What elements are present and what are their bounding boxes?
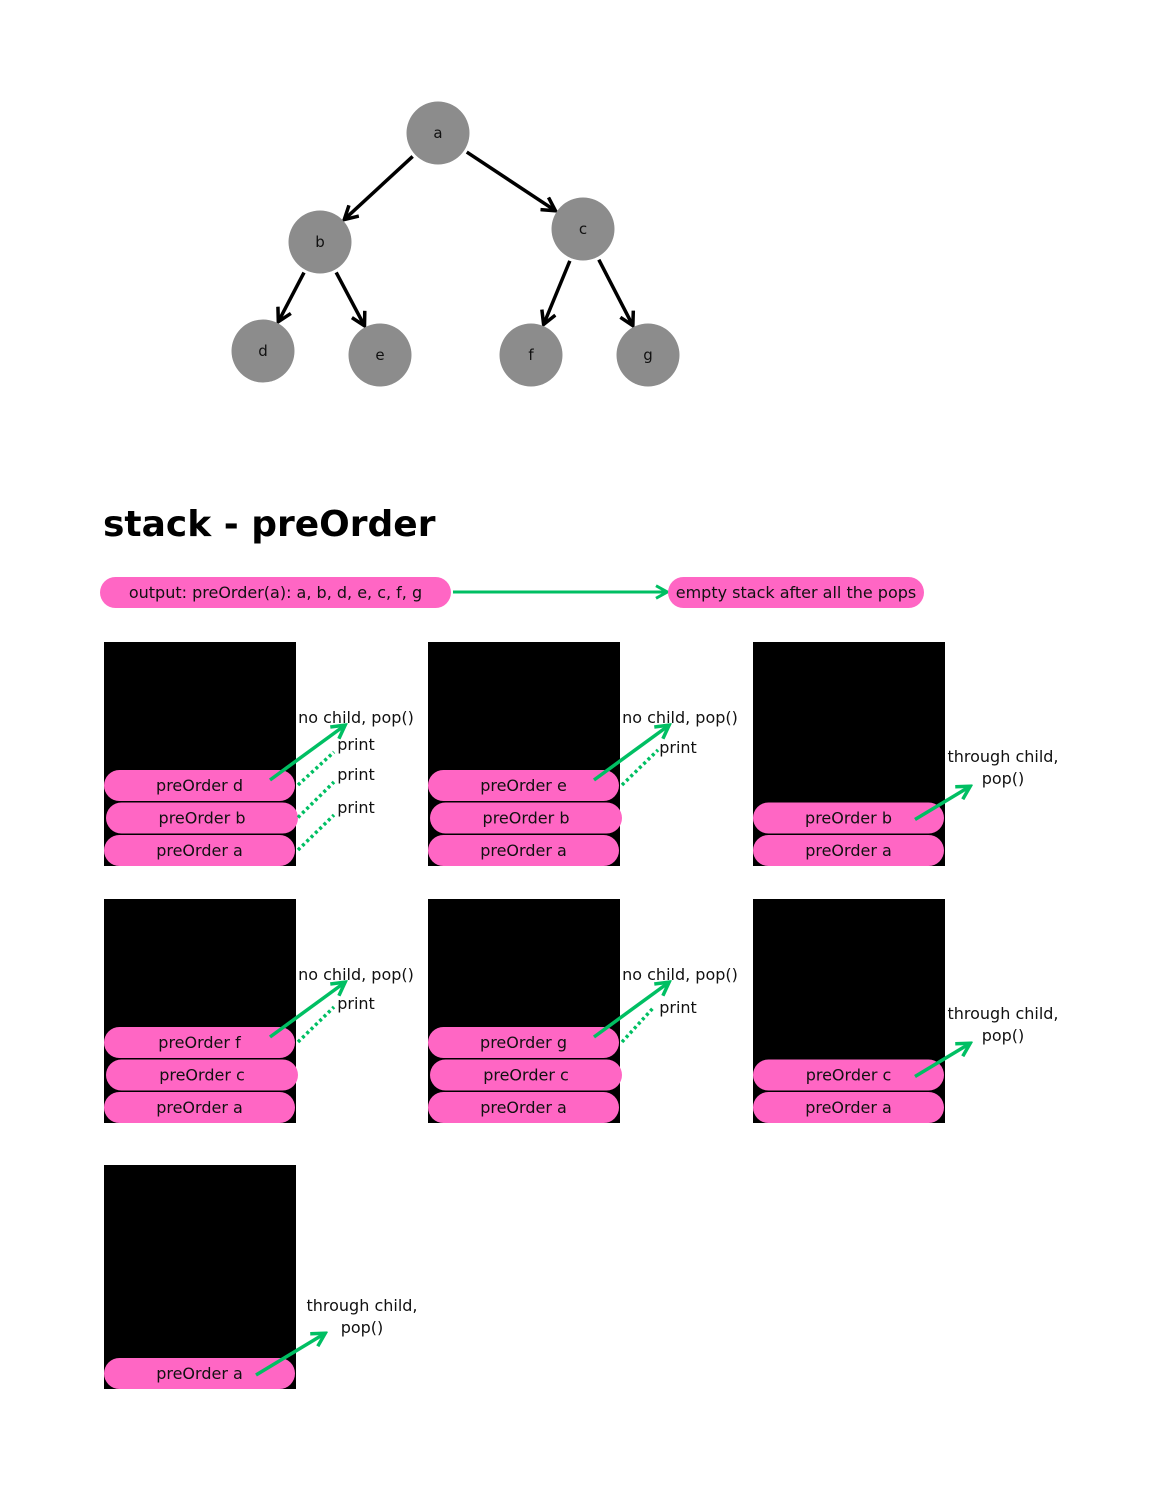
empty-stack-pill: empty stack after all the pops xyxy=(668,577,924,608)
tree-node-e: e xyxy=(348,323,412,387)
stack-frame: preOrder a xyxy=(753,1092,944,1123)
print-dotted-line xyxy=(620,1005,656,1044)
tree-node-f: f xyxy=(499,323,563,387)
output-label: output: preOrder(a): a, b, d, e, c, f, g xyxy=(129,583,422,602)
stack-frame: preOrder a xyxy=(104,1092,295,1123)
tree-edge-b-d xyxy=(279,271,306,321)
tree-edge-a-b xyxy=(345,155,414,218)
stack-frame-label: preOrder g xyxy=(480,1033,567,1052)
print-label: print xyxy=(337,798,375,817)
stack-frame-label: preOrder f xyxy=(158,1033,241,1052)
tree-node-label: b xyxy=(315,233,325,251)
empty-stack-label: empty stack after all the pops xyxy=(676,583,916,602)
stack-frame-label: preOrder b xyxy=(483,809,570,828)
action-label: no child, pop() xyxy=(298,965,414,984)
tree-edge-c-f xyxy=(544,260,572,323)
stack-frame: preOrder b xyxy=(430,802,622,834)
stack-snapshot-5: preOrder g preOrder c preOrder a no child, … xyxy=(428,899,738,1123)
tree-node-label: f xyxy=(528,346,534,364)
stack-frame: preOrder d xyxy=(104,770,295,801)
stack-frame-label: preOrder b xyxy=(805,809,892,828)
stack-frame: preOrder g xyxy=(428,1027,619,1058)
tree-node-label: g xyxy=(643,346,653,364)
stack-frame: preOrder b xyxy=(106,802,298,834)
stack-frame: preOrder a xyxy=(104,835,295,866)
pop-arrow xyxy=(592,983,668,1039)
stack-frame-label: preOrder a xyxy=(480,1098,567,1117)
binary-tree: a b c d e f g xyxy=(231,101,680,387)
stack-frame: preOrder b xyxy=(753,802,944,834)
action-label: through child, xyxy=(947,747,1058,766)
output-pill: output: preOrder(a): a, b, d, e, c, f, g xyxy=(100,577,451,608)
action-label: no child, pop() xyxy=(622,708,738,727)
action-label: pop() xyxy=(982,769,1025,788)
stack-snapshot-4: preOrder f preOrder c preOrder a no child, … xyxy=(104,899,414,1123)
action-label: through child, xyxy=(947,1004,1058,1023)
tree-node-a: a xyxy=(406,101,470,165)
stack-frame-label: preOrder c xyxy=(159,1066,245,1085)
stack-frame: preOrder f xyxy=(104,1027,295,1058)
stack-frame: preOrder c xyxy=(753,1059,944,1091)
pop-arrow xyxy=(268,983,344,1039)
tree-edge-c-g xyxy=(597,258,632,325)
tree-node-label: e xyxy=(375,346,384,364)
tree-node-g: g xyxy=(616,323,680,387)
pop-arrow xyxy=(268,726,344,782)
stack-frame-label: preOrder d xyxy=(156,776,243,795)
stack-frame: preOrder e xyxy=(428,770,619,801)
stack-frame: preOrder a xyxy=(428,1092,619,1123)
tree-node-d: d xyxy=(231,319,295,383)
tree-node-label: c xyxy=(579,220,587,238)
stack-frame-label: preOrder a xyxy=(156,1364,243,1383)
stack-frame: preOrder a xyxy=(753,835,944,866)
print-label: print xyxy=(337,765,375,784)
print-dotted-line xyxy=(620,748,660,787)
tree-node-b: b xyxy=(288,210,352,274)
print-label: print xyxy=(337,735,375,754)
print-dotted-line xyxy=(296,1005,336,1044)
action-label: pop() xyxy=(982,1026,1025,1045)
stack-snapshot-6: preOrder c preOrder a through child, pop() xyxy=(753,899,1059,1123)
stack-frame-label: preOrder c xyxy=(483,1066,569,1085)
stack-frame: preOrder a xyxy=(428,835,619,866)
stack-snapshots: preOrder d preOrder b preOrder a no child, … xyxy=(104,642,1059,1389)
stack-snapshot-7: preOrder a through child, pop() xyxy=(104,1165,418,1389)
stack-box xyxy=(104,1165,296,1389)
action-label: no child, pop() xyxy=(298,708,414,727)
tree-node-c: c xyxy=(551,197,615,261)
print-dotted-line xyxy=(296,813,336,852)
stack-frame-label: preOrder a xyxy=(805,1098,892,1117)
tree-edge-a-c xyxy=(465,150,554,210)
stack-snapshot-3: preOrder b preOrder a through child, pop() xyxy=(753,642,1059,866)
print-label: print xyxy=(659,998,697,1017)
stack-frame: preOrder c xyxy=(430,1059,622,1091)
tree-node-label: d xyxy=(258,342,268,360)
action-label: pop() xyxy=(341,1318,384,1337)
section-title: stack - preOrder xyxy=(103,504,436,545)
print-dotted-line xyxy=(296,780,336,819)
stack-frame-label: preOrder a xyxy=(805,841,892,860)
tree-node-label: a xyxy=(433,124,442,142)
pop-arrow xyxy=(255,1334,324,1377)
action-label: no child, pop() xyxy=(622,965,738,984)
stack-frame: preOrder a xyxy=(104,1358,295,1389)
stack-frame-label: preOrder b xyxy=(159,809,246,828)
stack-snapshot-1: preOrder d preOrder b preOrder a no child, … xyxy=(104,642,414,866)
stack-frame-label: preOrder a xyxy=(156,841,243,860)
stack-frame-label: preOrder a xyxy=(156,1098,243,1117)
pop-arrow xyxy=(914,1044,969,1078)
stack-frame-label: preOrder a xyxy=(480,841,567,860)
stack-frame: preOrder c xyxy=(106,1059,298,1091)
stack-frame-label: preOrder e xyxy=(480,776,567,795)
tree-edge-b-e xyxy=(334,271,364,324)
action-label: through child, xyxy=(306,1296,417,1315)
print-label: print xyxy=(659,738,697,757)
pop-arrow xyxy=(592,726,668,782)
stack-snapshot-2: preOrder e preOrder b preOrder a no child, … xyxy=(428,642,738,866)
pop-arrow xyxy=(914,787,969,821)
stack-frame-label: preOrder c xyxy=(806,1066,892,1085)
print-label: print xyxy=(337,994,375,1013)
print-dotted-line xyxy=(296,750,336,787)
